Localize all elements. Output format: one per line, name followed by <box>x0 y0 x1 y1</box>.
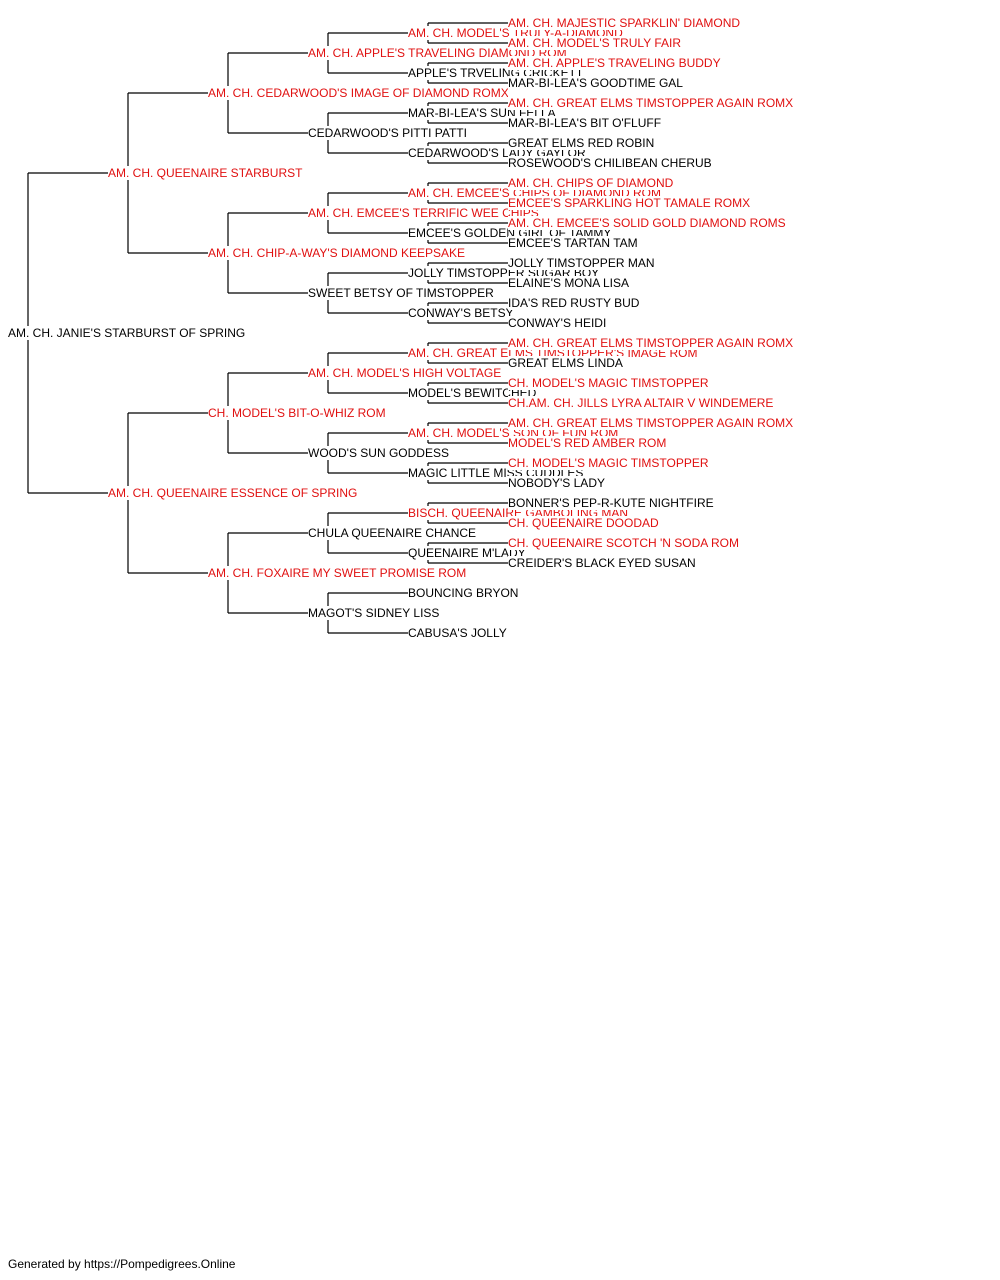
pedigree-entry-sire-sire-dam-sire-sire: AM. CH. GREAT ELMS TIMSTOPPER AGAIN ROMX <box>508 96 796 110</box>
pedigree-entry-sire-sire-sire-sire-sire: AM. CH. MAJESTIC SPARKLIN' DIAMOND <box>508 16 743 30</box>
pedigree-entry-dam-sire-dam-sire-dam: MODEL'S RED AMBER ROM <box>508 436 669 450</box>
pedigree-entry-sire-sire-dam-sire-dam: MAR-BI-LEA'S BIT O'FLUFF <box>508 116 664 130</box>
pedigree-entry-dam-sire-sire: AM. CH. MODEL'S HIGH VOLTAGE <box>308 366 504 380</box>
pedigree-entry-sire-sire-sire-dam-dam: MAR-BI-LEA'S GOODTIME GAL <box>508 76 685 90</box>
pedigree-entry-sire-sire: AM. CH. CEDARWOOD'S IMAGE OF DIAMOND ROM… <box>208 86 511 100</box>
pedigree-entry-sire-dam-sire-sire-dam: EMCEE'S SPARKLING HOT TAMALE ROMX <box>508 196 753 210</box>
pedigree-entry-dam-dam-sire-dam-dam: CREIDER'S BLACK EYED SUSAN <box>508 556 698 570</box>
pedigree-entry-dam-sire-dam: WOOD'S SUN GODDESS <box>308 446 451 460</box>
pedigree-entry-dam-sire: CH. MODEL'S BIT-O-WHIZ ROM <box>208 406 388 420</box>
pedigree-entry-sire-sire-dam: CEDARWOOD'S PITTI PATTI <box>308 126 469 140</box>
pedigree-entry-dam-sire-sire-sire-sire: AM. CH. GREAT ELMS TIMSTOPPER AGAIN ROMX <box>508 336 796 350</box>
pedigree-entry-sire-dam-dam: SWEET BETSY OF TIMSTOPPER <box>308 286 496 300</box>
pedigree-entry-subject: AM. CH. JANIE'S STARBURST OF SPRING <box>8 326 248 340</box>
pedigree-entry-dam-dam-sire-sire-dam: CH. QUEENAIRE DOODAD <box>508 516 661 530</box>
pedigree-entry-dam-dam-dam-sire: BOUNCING BRYON <box>408 586 521 600</box>
pedigree-entry-dam-dam: AM. CH. FOXAIRE MY SWEET PROMISE ROM <box>208 566 469 580</box>
pedigree-entry-sire-dam-sire-dam-dam: EMCEE'S TARTAN TAM <box>508 236 640 250</box>
pedigree-entry-dam-dam-dam-dam: CABUSA'S JOLLY <box>408 626 509 640</box>
pedigree-entry-dam-dam-sire-sire-sire: BONNER'S PEP-R-KUTE NIGHTFIRE <box>508 496 716 510</box>
generated-by-footer: Generated by https://Pompedigrees.Online <box>8 1257 236 1271</box>
pedigree-entry-sire-dam-dam-sire-dam: ELAINE'S MONA LISA <box>508 276 632 290</box>
pedigree-entry-sire: AM. CH. QUEENAIRE STARBURST <box>108 166 305 180</box>
pedigree-entry-dam-dam-sire-dam-sire: CH. QUEENAIRE SCOTCH 'N SODA ROM <box>508 536 741 550</box>
pedigree-entry-sire-dam-dam-sire-sire: JOLLY TIMSTOPPER MAN <box>508 256 657 270</box>
pedigree-entry-dam: AM. CH. QUEENAIRE ESSENCE OF SPRING <box>108 486 360 500</box>
pedigree-entry-sire-dam: AM. CH. CHIP-A-WAY'S DIAMOND KEEPSAKE <box>208 246 467 260</box>
pedigree-entry-dam-sire-dam-dam-sire: CH. MODEL'S MAGIC TIMSTOPPER <box>508 456 711 470</box>
pedigree-entry-sire-dam-sire-sire-sire: AM. CH. CHIPS OF DIAMOND <box>508 176 676 190</box>
pedigree-entry-dam-sire-sire-dam-sire: CH. MODEL'S MAGIC TIMSTOPPER <box>508 376 711 390</box>
pedigree-entry-sire-sire-dam-dam-dam: ROSEWOOD'S CHILIBEAN CHERUB <box>508 156 714 170</box>
pedigree-entry-dam-dam-sire: CHULA QUEENAIRE CHANCE <box>308 526 479 540</box>
pedigree-entry-sire-dam-dam-dam: CONWAY'S BETSY <box>408 306 516 320</box>
pedigree-entry-dam-sire-sire-sire-dam: GREAT ELMS LINDA <box>508 356 625 370</box>
pedigree-entry-dam-dam-dam: MAGOT'S SIDNEY LISS <box>308 606 442 620</box>
pedigree-entry-dam-sire-sire-dam-dam: CH.AM. CH. JILLS LYRA ALTAIR V WINDEMERE <box>508 396 776 410</box>
pedigree-entry-sire-dam-dam-dam-dam: CONWAY'S HEIDI <box>508 316 609 330</box>
pedigree-entry-dam-dam-sire-dam: QUEENAIRE M'LADY <box>408 546 528 560</box>
pedigree-entry-sire-sire-sire: AM. CH. APPLE'S TRAVELING DIAMOND ROM <box>308 46 569 60</box>
pedigree-entry-sire-dam-dam-dam-sire: IDA'S RED RUSTY BUD <box>508 296 642 310</box>
pedigree-entry-sire-sire-sire-dam-sire: AM. CH. APPLE'S TRAVELING BUDDY <box>508 56 723 70</box>
pedigree-entry-sire-sire-sire-sire-dam: AM. CH. MODEL'S TRULY FAIR <box>508 36 683 50</box>
pedigree-entry-sire-sire-dam-dam-sire: GREAT ELMS RED ROBIN <box>508 136 657 150</box>
pedigree-entry-sire-dam-sire: AM. CH. EMCEE'S TERRIFIC WEE CHIPS <box>308 206 541 220</box>
pedigree-entry-dam-sire-dam-dam-dam: NOBODY'S LADY <box>508 476 607 490</box>
pedigree-entry-dam-sire-dam-sire-sire: AM. CH. GREAT ELMS TIMSTOPPER AGAIN ROMX <box>508 416 796 430</box>
pedigree-entry-dam-sire-sire-dam: MODEL'S BEWITCHED <box>408 386 539 400</box>
pedigree-entry-sire-dam-sire-dam-sire: AM. CH. EMCEE'S SOLID GOLD DIAMOND ROMS <box>508 216 788 230</box>
